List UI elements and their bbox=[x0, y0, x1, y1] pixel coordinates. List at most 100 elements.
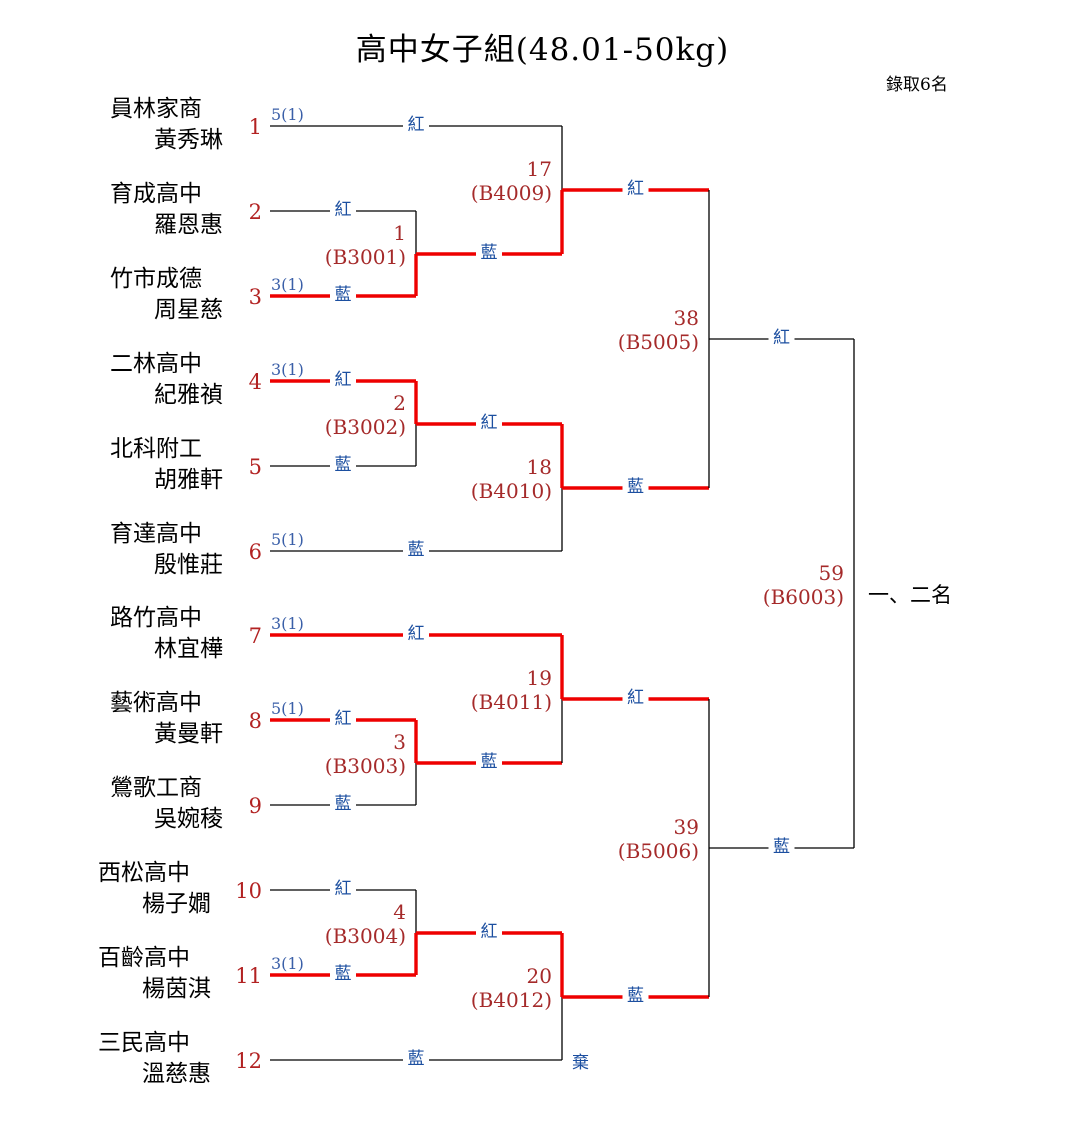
match-code: (B3002) bbox=[325, 415, 406, 439]
corner-label: 紅 bbox=[408, 624, 425, 644]
athlete-name: 林宜樺 bbox=[154, 636, 223, 662]
seed-number: 1 bbox=[249, 115, 262, 139]
athlete-name: 羅恩惠 bbox=[154, 212, 223, 238]
match-number: 1 bbox=[393, 221, 406, 245]
match-code: (B5005) bbox=[618, 330, 699, 354]
seed-number: 7 bbox=[249, 624, 262, 648]
match-17: 17(B4009) bbox=[471, 157, 552, 205]
athlete-name: 殷惟莊 bbox=[154, 552, 223, 578]
school-name: 鶯歌工商 bbox=[110, 775, 202, 801]
label-gap bbox=[476, 411, 502, 433]
match-number: 19 bbox=[527, 666, 552, 690]
label-gap bbox=[622, 984, 649, 1006]
school-name: 西松高中 bbox=[98, 860, 190, 886]
match-1: 1(B3001) bbox=[325, 221, 406, 269]
label-gap bbox=[476, 920, 502, 942]
seed-number: 2 bbox=[249, 200, 262, 224]
corner-label: 藍 bbox=[335, 455, 352, 475]
score-label: 3(1) bbox=[271, 614, 304, 633]
corner-label: 紅 bbox=[408, 115, 425, 135]
seed-number: 8 bbox=[249, 709, 262, 733]
label-gap bbox=[403, 622, 429, 644]
match-code: (B6003) bbox=[763, 585, 844, 609]
match-number: 17 bbox=[527, 157, 552, 181]
label-gap bbox=[403, 113, 429, 135]
corner-label: 紅 bbox=[335, 709, 352, 729]
corner-label: 藍 bbox=[773, 837, 790, 857]
school-name: 員林家商 bbox=[110, 96, 202, 122]
corner-label: 紅 bbox=[335, 370, 352, 390]
school-name: 三民高中 bbox=[98, 1030, 190, 1056]
corner-label: 藍 bbox=[481, 752, 498, 772]
match-code: (B3001) bbox=[325, 245, 406, 269]
athlete-name: 楊茵淇 bbox=[142, 976, 211, 1002]
label-gap bbox=[330, 198, 356, 220]
corner-label: 紅 bbox=[335, 200, 352, 220]
corner-label: 藍 bbox=[408, 540, 425, 560]
match-number: 4 bbox=[393, 900, 406, 924]
match-code: (B4009) bbox=[471, 181, 552, 205]
school-name: 北科附工 bbox=[110, 436, 202, 462]
match-code: (B4012) bbox=[471, 988, 552, 1012]
forfeit-label: 棄 bbox=[572, 1053, 589, 1073]
match-code: (B4010) bbox=[471, 479, 552, 503]
label-gap bbox=[330, 792, 356, 814]
corner-label: 紅 bbox=[627, 179, 644, 199]
athlete-name: 周星慈 bbox=[154, 297, 223, 323]
corner-label: 紅 bbox=[335, 879, 352, 899]
score-label: 5(1) bbox=[271, 699, 304, 718]
athlete-name: 楊子嫺 bbox=[142, 891, 211, 917]
school-name: 竹市成德 bbox=[110, 266, 202, 292]
match-number: 38 bbox=[674, 306, 699, 330]
athlete-name: 溫慈惠 bbox=[142, 1061, 211, 1087]
seed-number: 9 bbox=[249, 794, 262, 818]
athlete-name: 吳婉稜 bbox=[154, 806, 223, 832]
seed-number: 3 bbox=[249, 285, 262, 309]
corner-label: 藍 bbox=[335, 794, 352, 814]
corner-label: 紅 bbox=[481, 922, 498, 942]
label-gap bbox=[622, 686, 649, 708]
label-gap bbox=[768, 326, 795, 348]
school-name: 藝術高中 bbox=[110, 690, 202, 716]
seed-number: 6 bbox=[249, 540, 262, 564]
match-20: 20(B4012)棄 bbox=[471, 964, 589, 1073]
corner-label: 紅 bbox=[627, 688, 644, 708]
quota-label: 錄取6名 bbox=[886, 75, 948, 95]
athlete-name: 黃曼軒 bbox=[154, 721, 223, 747]
match-code: (B3003) bbox=[325, 754, 406, 778]
label-gap bbox=[476, 241, 502, 263]
label-gap bbox=[330, 283, 356, 305]
bracket-title: 高中女子組(48.01-50kg) bbox=[355, 32, 730, 68]
seed-number: 11 bbox=[235, 964, 262, 988]
label-gap bbox=[330, 368, 356, 390]
label-gap bbox=[476, 750, 502, 772]
match-38: 38(B5005) bbox=[618, 306, 699, 354]
match-59: 59(B6003)一、二名 bbox=[763, 561, 952, 609]
corner-label: 紅 bbox=[481, 413, 498, 433]
match-18: 18(B4010) bbox=[471, 455, 552, 503]
score-label: 3(1) bbox=[271, 954, 304, 973]
match-code: (B5006) bbox=[618, 839, 699, 863]
athlete-name: 胡雅軒 bbox=[154, 467, 223, 493]
corner-label: 藍 bbox=[408, 1049, 425, 1069]
corner-label: 藍 bbox=[481, 243, 498, 263]
label-gap bbox=[622, 475, 649, 497]
match-code: (B3004) bbox=[325, 924, 406, 948]
match-number: 59 bbox=[819, 561, 844, 585]
school-name: 育成高中 bbox=[110, 181, 202, 207]
seed-number: 5 bbox=[249, 455, 262, 479]
match-4: 4(B3004) bbox=[325, 900, 406, 948]
label-gap bbox=[330, 962, 356, 984]
school-name: 育達高中 bbox=[110, 521, 202, 547]
